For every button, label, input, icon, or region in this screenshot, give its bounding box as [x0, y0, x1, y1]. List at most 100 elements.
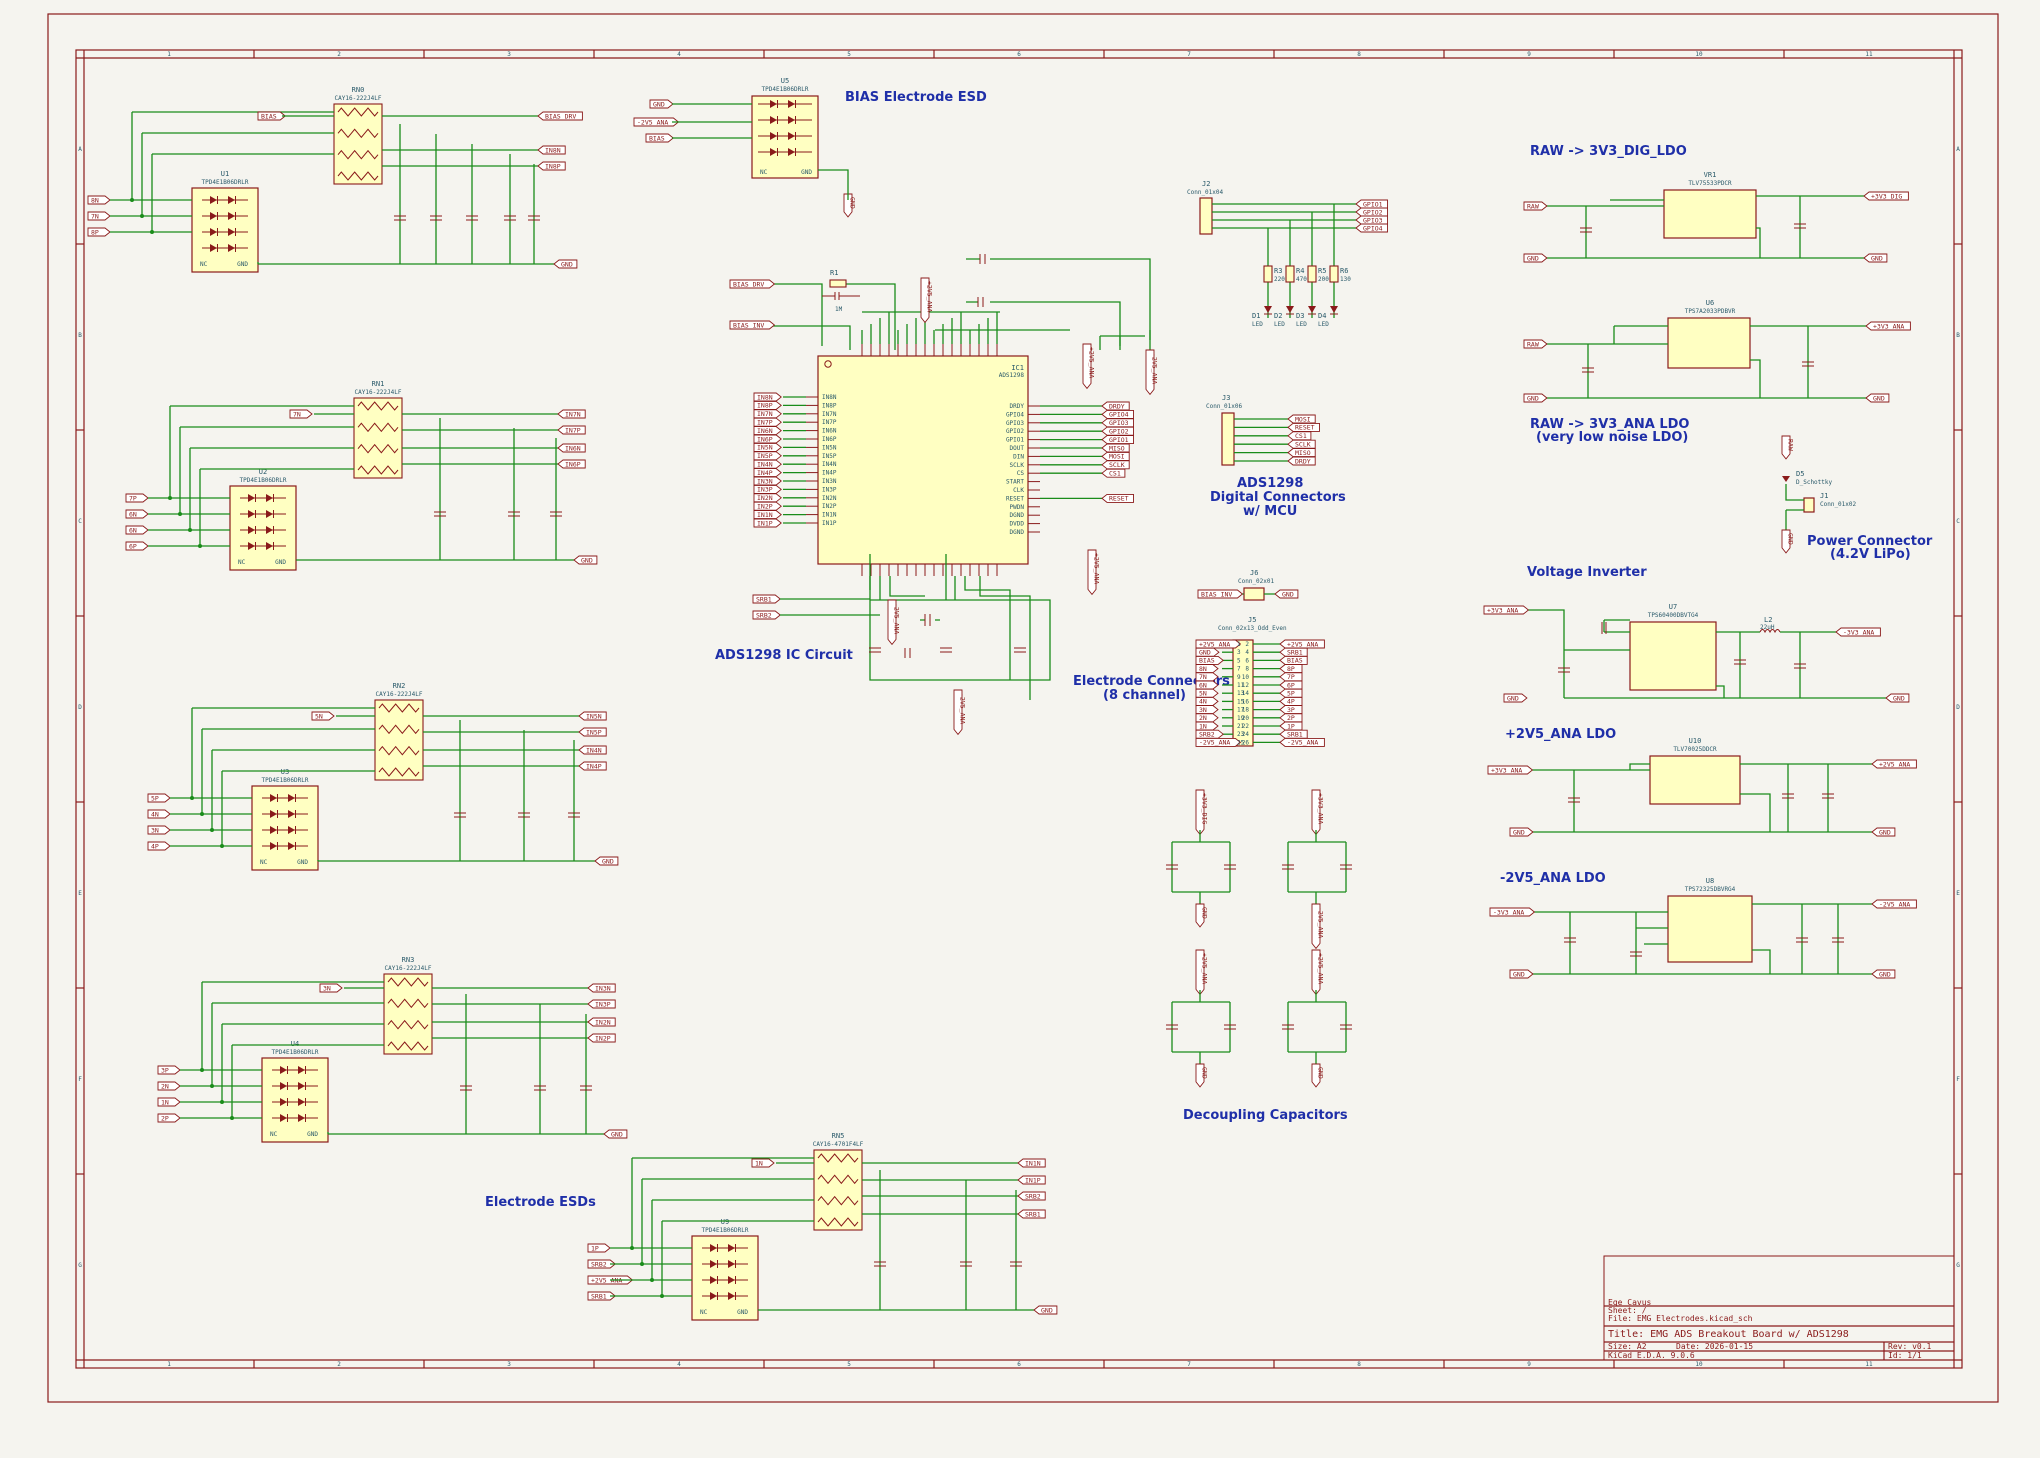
net-label-sclk-j3: SCLK	[1287, 439, 1316, 449]
svg-text:SRB2: SRB2	[756, 611, 772, 619]
svg-text:SRB2: SRB2	[591, 1260, 607, 1268]
svg-text:5P: 5P	[1287, 690, 1295, 698]
svg-text:MISO: MISO	[1295, 449, 1311, 457]
svg-text:8P: 8P	[91, 228, 99, 236]
svg-text:+3V3_DIG: +3V3_DIG	[1200, 793, 1208, 824]
svg-text:R4: R4	[1296, 267, 1304, 275]
svg-text:LED: LED	[1296, 321, 1307, 328]
svg-text:GND: GND	[1893, 694, 1905, 702]
ads1298-ic[interactable]: IC1 ADS1298 IN8NIN8PIN7NIN7PIN6NIN6PIN5N…	[806, 311, 1070, 700]
net-label-2v5-ana-out: +2V5_ANA	[1871, 759, 1917, 769]
cap-c48	[1822, 793, 1834, 799]
net-label-in8n: IN8N	[537, 145, 566, 155]
svg-text:NC: NC	[700, 1309, 708, 1316]
svg-text:2: 2	[1245, 641, 1249, 648]
svg-text:4N: 4N	[1199, 698, 1207, 706]
svg-text:GPIO4: GPIO4	[1109, 411, 1129, 419]
decoupling-cap	[1166, 1024, 1178, 1030]
svg-text:-2V5_ANA: -2V5_ANA	[1879, 900, 1910, 908]
svg-text:SRB1: SRB1	[1287, 649, 1303, 657]
svg-text:GND: GND	[581, 556, 593, 564]
resistor-array-rn2	[374, 699, 424, 781]
ic-pin-name: DRDY	[1010, 403, 1025, 410]
svg-text:RESET: RESET	[1109, 495, 1129, 503]
section-title-power-conn-2: (4.2V LiPo)	[1830, 547, 1911, 562]
border-col-bottom: 10	[1695, 1361, 1703, 1368]
led-icon	[1308, 306, 1316, 313]
ic-pin-name: DVDD	[1010, 521, 1025, 528]
resistor-array-rn0	[333, 103, 383, 185]
svg-text:5N: 5N	[315, 712, 323, 720]
tb-tool: KiCad E.D.A. 9.0.6	[1608, 1351, 1695, 1360]
svg-text:GND: GND	[1871, 254, 1883, 262]
svg-text:GND: GND	[848, 197, 856, 209]
net-label-n3v3-ana-u8: -3V3_ANA	[1489, 907, 1536, 917]
j5-ref: J5	[1248, 616, 1256, 624]
svg-text:BIAS: BIAS	[1287, 657, 1303, 665]
cap-c31	[1582, 367, 1594, 373]
inverter-u7[interactable]: U7TPS60400DBVTG4L222uH+3V3_ANA-3V3_ANAGN…	[1483, 603, 1910, 703]
svg-text:BIAS_INV: BIAS_INV	[1201, 590, 1232, 598]
svg-text:D5: D5	[1796, 470, 1804, 478]
svg-text:L2: L2	[1764, 616, 1772, 624]
svg-text:IN8N: IN8N	[757, 393, 773, 401]
net-label-gnd-u7: GND	[1885, 693, 1910, 703]
svg-text:220: 220	[1274, 276, 1285, 283]
border-row-right: E	[1956, 890, 1960, 897]
filter-cap	[568, 812, 580, 818]
svg-text:2N: 2N	[1199, 714, 1207, 722]
svg-text:6P: 6P	[1287, 681, 1295, 689]
svg-text:GND: GND	[602, 857, 614, 865]
decoupling-cap	[1224, 864, 1236, 870]
section-title-decoupling: Decoupling Capacitors	[1183, 1108, 1348, 1123]
filter-cap	[466, 215, 478, 221]
border-col-top: 4	[677, 51, 681, 58]
net-label-bias: BIAS	[1195, 655, 1224, 665]
ic1-value: ADS1298	[999, 372, 1025, 379]
svg-text:IN8P: IN8P	[545, 162, 561, 170]
ic-pin-name: IN3P	[822, 486, 837, 493]
svg-text:BIAS_DRV: BIAS_DRV	[733, 280, 764, 288]
svg-text:IN6P: IN6P	[757, 435, 773, 443]
svg-text:4: 4	[1245, 649, 1249, 656]
net-label-cs1-j3: CS1	[1287, 431, 1312, 441]
svg-text:7N: 7N	[293, 410, 301, 418]
net-label-bias-drv: BIAS_DRV	[729, 279, 776, 289]
u9-value: TPD4E1B06DRLR	[702, 1227, 749, 1234]
net-label-in1n: IN1N	[1017, 1158, 1046, 1168]
svg-text:R6: R6	[1340, 267, 1348, 275]
decoupling-bottom-label: -2V5_ANA	[1311, 903, 1324, 950]
border-col-top: 10	[1695, 51, 1703, 58]
net-label--2v5-ana: -2V5_ANA	[1195, 737, 1242, 747]
border-col-bottom: 11	[1865, 1361, 1873, 1368]
net-label-4n: 4N	[147, 809, 171, 819]
section-title-electrode-connectors-2: (8 channel)	[1103, 688, 1186, 703]
tb-title: Title: EMG ADS Breakout Board w/ ADS1298	[1608, 1329, 1849, 1340]
svg-text:GPIO1: GPIO1	[1109, 436, 1129, 444]
svg-text:+2V5_ANA: +2V5_ANA	[1200, 953, 1208, 984]
net-label-1p: 1P	[587, 1243, 611, 1253]
svg-text:+2V5_ANA: +2V5_ANA	[1316, 953, 1324, 984]
cap-c10	[940, 647, 952, 653]
net-label-gnd-u10: GND	[1509, 827, 1534, 837]
border-col-top: 6	[1017, 51, 1021, 58]
